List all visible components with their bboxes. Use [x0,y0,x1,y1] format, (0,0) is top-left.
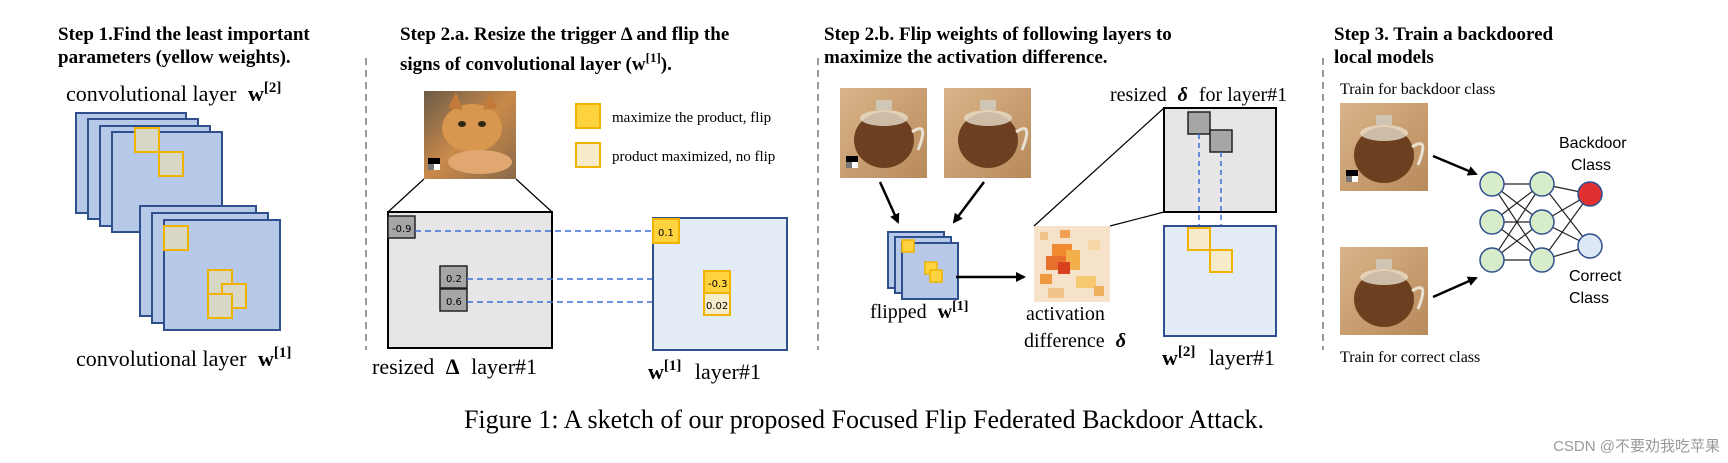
weight-value: 0.02 [706,301,728,312]
arrow-image-to-network [1432,276,1478,299]
trigger-cell [387,215,416,239]
teapot-image-triggered [1340,103,1428,191]
trigger-value: -0.9 [392,224,412,235]
weight-value: 0.1 [658,228,674,239]
step1-title-line2: parameters (yellow weights). [58,47,291,68]
flipped-label: flipped w[1] [870,299,968,323]
network-node [1529,209,1555,235]
yellow-weight [207,293,233,319]
weight-cell-noflip [703,292,731,316]
arrow-image-to-network [1432,154,1478,176]
trigger-value: 0.6 [446,297,462,308]
network-node [1479,171,1505,197]
legend-flip: maximize the product, flip [612,110,771,126]
network-node [1529,171,1555,197]
step2a-title-line2: signs of convolutional layer (w[1]). [400,50,672,75]
weight-layer-w2-label: w[2] layer#1 [1162,336,1275,370]
flipped-w1-stack [887,231,959,300]
step3-title-line2: local models [1334,47,1434,68]
figure-caption: Figure 1: A sketch of our proposed Focus… [464,405,1264,434]
step1-panel: Step 1.Find the least important paramete… [58,24,310,371]
zoom-line-left [1033,107,1165,227]
yellow-weight [158,151,184,177]
trigger-cell [439,288,468,312]
step2b-title-line1: Step 2.b. Flip weights of following laye… [824,24,1172,45]
network-node [1479,209,1505,235]
activation-line2: difference δ [1024,330,1126,352]
step3-panel: Step 3. Train a backdoored local models … [1334,24,1627,366]
legend-swatch-flip [575,103,601,129]
zoom-line-right [515,178,553,213]
weight-cell-noflip [1209,249,1233,273]
activation-difference-heatmap [1034,226,1110,302]
teapot-image-clean [1340,247,1428,335]
arrow-image-to-layer [952,181,985,224]
train-correct-label: Train for correct class [1340,349,1480,366]
delta-cell [1209,129,1233,153]
step2a-panel: Step 2.a. Resize the trigger Δ and flip … [372,24,788,384]
delta-cell [1187,111,1211,135]
teapot-image-triggered [840,88,927,178]
step1-title-line1: Step 1.Find the least important [58,24,310,45]
correct-class-node [1577,233,1603,259]
trigger-cell [439,265,468,289]
correct-class-line2: Class [1569,290,1609,307]
backdoor-class-node [1577,181,1603,207]
network-node [1479,247,1505,273]
step2a-title-line1: Step 2.a. Resize the trigger Δ and flip … [400,24,729,45]
layer1-caption: convolutional layer w[1] [76,345,291,371]
backdoor-class-line1: Backdoor [1559,135,1627,152]
step2b-title-line2: maximize the activation difference. [824,47,1108,68]
legend-noflip: product maximized, no flip [612,149,775,165]
yellow-weight [163,225,189,251]
step3-title-line1: Step 3. Train a backdoored [1334,24,1553,45]
activation-line1: activation [1026,303,1105,325]
resized-delta-label: resized δ for layer#1 [1110,84,1287,106]
teapot-image-clean [944,88,1031,178]
arrow-image-to-layer [878,181,900,224]
yellow-weight [134,127,160,153]
cat-image [424,91,516,179]
step2b-panel: Step 2.b. Flip weights of following laye… [824,24,1287,370]
weight-layer-label: w[1] layer#1 [648,350,761,384]
train-backdoor-label: Train for backdoor class [1340,81,1495,98]
trigger-value: 0.2 [446,274,462,285]
resized-delta-box [1163,107,1277,213]
weight-cell-flip [652,218,680,244]
weight-layer-w2 [1163,225,1277,337]
correct-class-line1: Correct [1569,268,1622,285]
zoom-line-right [1109,211,1165,227]
conv-layer-w1-stack [139,205,281,331]
legend-swatch-noflip [575,142,601,168]
backdoor-class-line2: Class [1571,157,1611,174]
weight-cell-noflip [1187,227,1211,251]
watermark: CSDN @不要劝我吃苹果 [1553,438,1720,455]
network-node [1529,247,1555,273]
zoom-line-left [387,178,425,213]
layer2-caption: convolutional layer w[2] [66,80,281,106]
weight-value: -0.3 [708,279,728,290]
resized-trigger-label: resized Δ layer#1 [372,354,537,379]
